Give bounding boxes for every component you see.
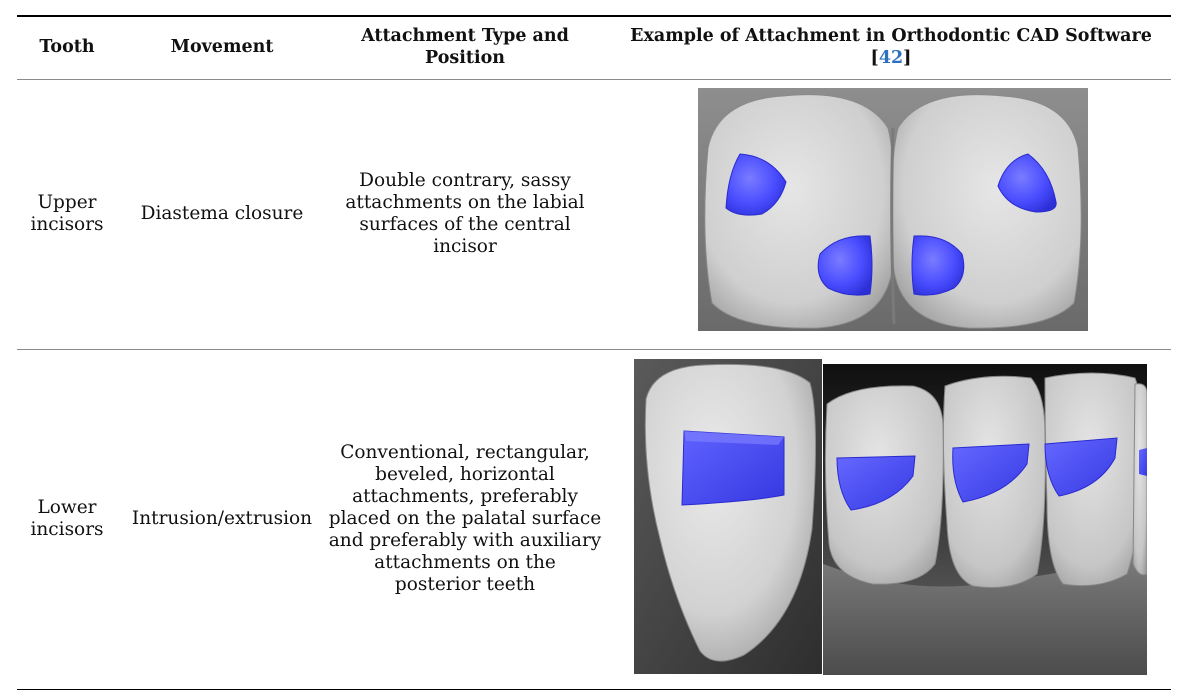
header-example-label: Example of Attachment in Orthodontic CAD… [630,26,1152,68]
table-top-rule [17,15,1171,17]
header-tooth-label: Tooth [39,37,95,57]
row1-attachment-line: attachments on the labial [345,192,585,213]
attachment-icon [952,443,1030,503]
row1-attachment-line: Double contrary, sassy [359,170,571,191]
header-attachment-line1: Attachment Type and [361,26,569,46]
row1-attachment: Double contrary, sassy attachments on th… [327,80,603,348]
row2-movement-text: Intrusion/extrusion [131,508,313,529]
row2-attachment: Conventional, rectangular, beveled, hori… [327,350,603,688]
upper-incisors-attachment-image [698,88,1088,331]
row1-movement-text: Diastema closure [140,203,304,224]
header-movement-label: Movement [170,37,274,57]
attachment-icon [911,235,965,296]
attachment-icon [836,455,916,511]
row2-tooth-line2: incisors [30,519,104,540]
row2-tooth-line1: Lower [37,497,97,518]
attachment-icon [997,153,1057,213]
header-example: Example of Attachment in Orthodontic CAD… [612,16,1170,78]
row1-movement: Diastema closure [127,80,317,348]
row2-attachment-line: placed on the palatal surface [328,508,602,529]
header-movement: Movement [127,16,317,78]
table-bottom-rule [17,689,1171,690]
row2-attachment-line: Conventional, rectangular, [340,442,590,463]
header-bottom-rule [17,79,1171,80]
row2-attachment-line: and preferably with auxiliary [328,530,602,551]
row2-tooth: Lower incisors [17,350,117,688]
row2-attachment-line: attachments on the [374,552,556,573]
lower-incisor-attachment-image [634,359,822,674]
attachment-icon [817,235,873,296]
row2-movement: Intrusion/extrusion [127,350,317,688]
row1-tooth-line2: incisors [30,214,104,235]
attachment-icon [1139,448,1147,476]
header-attachment: Attachment Type and Position [327,16,603,78]
row1-tooth-line1: Upper [37,192,97,213]
row2-attachment-line: posterior teeth [394,574,536,595]
header-attachment-line2: Position [425,48,505,68]
row1-attachment-line: surfaces of the central incisor [359,214,571,257]
row2-attachment-line: attachments, preferably [352,486,578,507]
attachment-icon [1044,437,1118,497]
attachment-icon [681,430,785,506]
header-tooth: Tooth [17,16,117,78]
lower-teeth-row-attachment-image [823,364,1147,675]
row2-attachment-line: beveled, horizontal [375,464,555,485]
reference-link-42[interactable]: 42 [878,48,904,68]
row1-tooth: Upper incisors [17,80,117,348]
row-divider-rule [17,349,1171,350]
attachment-icon [725,153,787,216]
